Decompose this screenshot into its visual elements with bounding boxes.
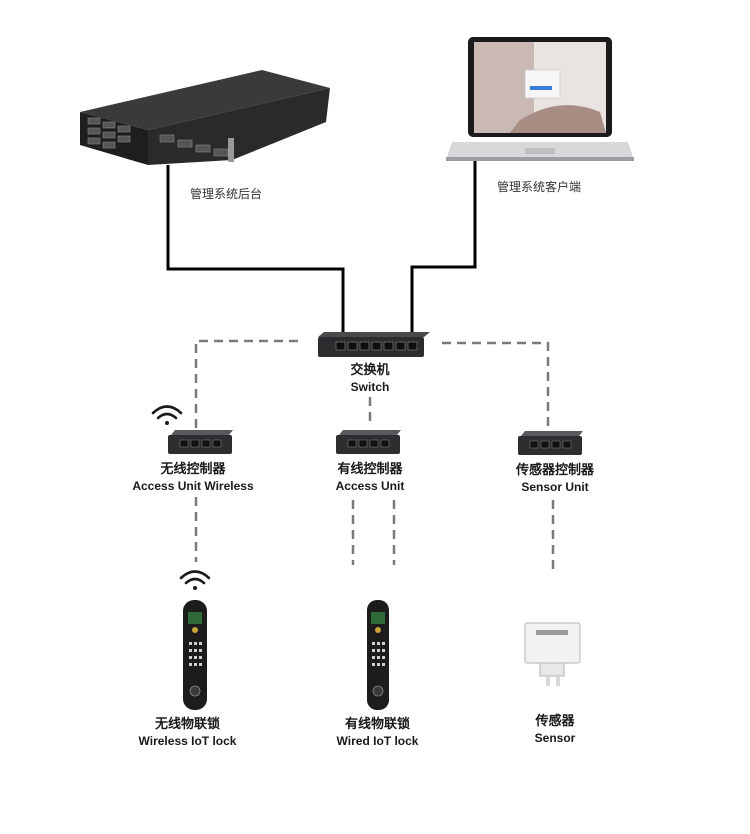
lock-icon — [183, 600, 207, 710]
wireless-lock-label-en: Wireless IoT lock — [138, 734, 237, 748]
laptop-icon — [446, 37, 634, 161]
access-unit-wireless-label-cn: 无线控制器 — [160, 462, 226, 477]
wireless-lock-label-cn: 无线物联锁 — [154, 717, 220, 732]
wired-lock-label: 有线物联锁 Wired IoT lock — [315, 716, 440, 749]
access-unit-wireless-label-en: Access Unit Wireless — [132, 479, 254, 493]
lock-icon — [367, 600, 389, 710]
server-label: 管理系统后台 — [190, 187, 263, 201]
access-unit-wireless-device — [168, 430, 233, 454]
wired-lock-label-cn: 有线物联锁 — [344, 717, 410, 732]
wireless-lock-label: 无线物联锁 Wireless IoT lock — [120, 716, 255, 749]
server-switch-link — [166, 165, 345, 333]
access-unit-wireless-label: 无线控制器 Access Unit Wireless — [118, 461, 268, 494]
access-unit-wired-label-cn: 有线控制器 — [337, 462, 403, 477]
sensor-unit-label-cn: 传感器控制器 — [515, 463, 594, 478]
sensor-unit-label: 传感器控制器 Sensor Unit — [495, 462, 615, 495]
switch-label: 交换机 Switch — [320, 362, 420, 395]
dashed-connections — [194, 339, 555, 570]
sensor-unit-device — [518, 431, 583, 455]
sensor-label-en: Sensor — [534, 731, 576, 745]
sensor-label-cn: 传感器 — [535, 714, 575, 729]
switch-sensor-unit-link — [442, 341, 550, 428]
switch-wireless-unit-link — [194, 339, 298, 428]
sensor-unit-label-en: Sensor Unit — [521, 480, 589, 494]
switch-label-en: Switch — [350, 380, 390, 394]
wifi-icon — [179, 570, 211, 590]
switch-icon — [318, 332, 430, 357]
wifi-icon — [151, 405, 183, 425]
sensor-label: 传感器 Sensor — [510, 713, 600, 746]
switch-label-cn: 交换机 — [350, 363, 390, 378]
access-unit-wired-device — [336, 430, 401, 454]
sensor-icon — [524, 622, 581, 686]
wired-lock-label-en: Wired IoT lock — [336, 734, 419, 748]
access-unit-wired-label: 有线控制器 Access Unit — [310, 461, 430, 494]
laptop-label: 管理系统客户端 — [497, 180, 582, 194]
server-icon — [80, 70, 330, 165]
laptop-switch-link — [410, 160, 477, 333]
solid-connections — [166, 160, 477, 333]
access-unit-wired-label-en: Access Unit — [335, 479, 405, 493]
